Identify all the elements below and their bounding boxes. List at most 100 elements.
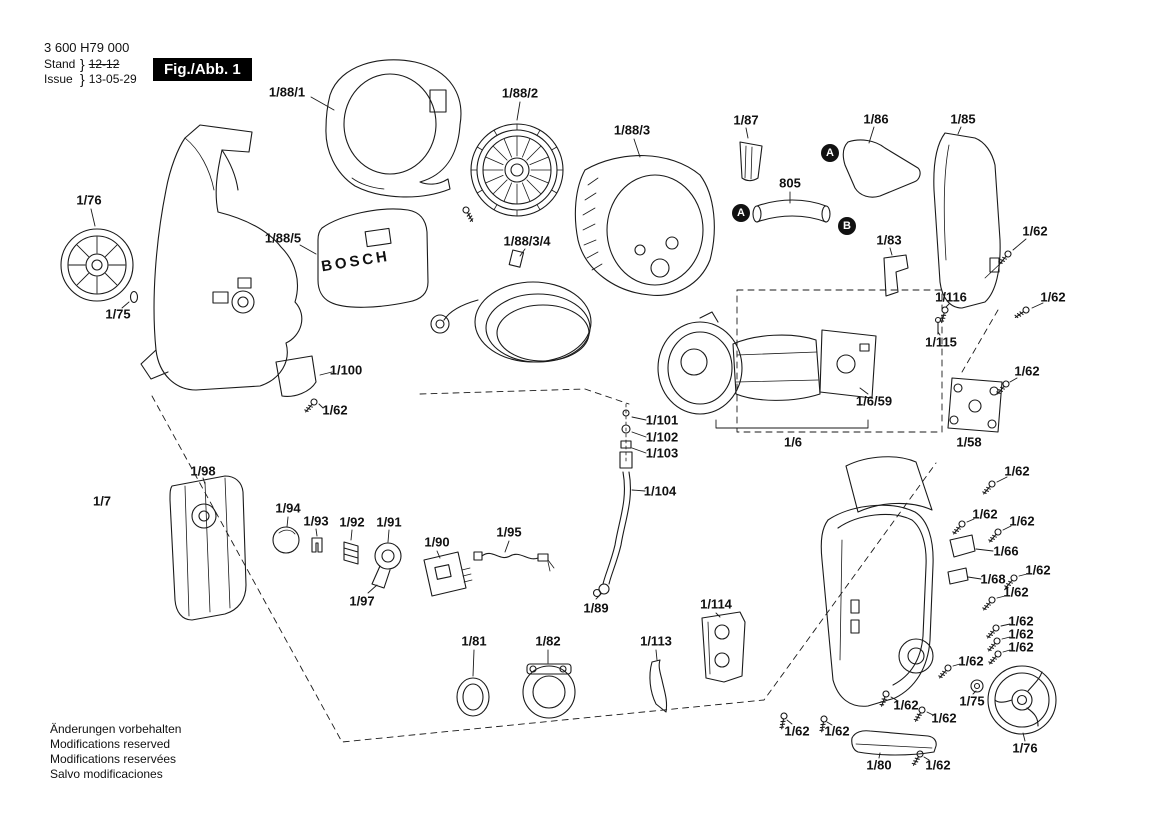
- part-callout-1-62-11: 1/62: [1022, 223, 1048, 239]
- part-callout-1-66-37: 1/66: [993, 543, 1019, 559]
- part-callout-1-102-20: 1/102: [645, 429, 679, 445]
- part-callout-1-85-5: 1/85: [950, 111, 976, 127]
- part-callout-1-62-35: 1/62: [972, 506, 998, 522]
- part-callout-1-6-59-22: 1/6/59: [855, 393, 893, 409]
- screws-drawing: [302, 205, 1031, 768]
- part-callout-1-62-44: 1/62: [1008, 613, 1034, 629]
- motor-cover-drawing: [325, 59, 462, 198]
- title-block: 3 600 H79 000 Stand } 12-12 Issue } 13-0…: [44, 40, 137, 87]
- part-callout-1-62-18: 1/62: [322, 402, 348, 418]
- bottom-parts-drawing: [456, 611, 746, 719]
- main-frame-drawing: [140, 124, 303, 391]
- issue-label: Issue: [44, 72, 73, 86]
- brace-glyph: }: [80, 71, 85, 87]
- lance-hose-drawing: [592, 403, 633, 598]
- plate-58-drawing: [947, 377, 1003, 433]
- part-callout-1-88-3-4-9: 1/88/3/4: [503, 233, 551, 249]
- part-callout-1-101-19: 1/101: [645, 412, 679, 428]
- left-wheel-drawing: [60, 228, 139, 304]
- part-callout-1-62-36: 1/62: [1009, 513, 1035, 529]
- motor-housing-drawing: [574, 155, 715, 296]
- part-callout-1-116-13: 1/116: [935, 289, 967, 305]
- part-callout-1-87-3: 1/87: [733, 112, 759, 128]
- brace-glyph: }: [80, 56, 85, 72]
- part-callout-1-115-15: 1/115: [925, 334, 957, 350]
- bracket-83-drawing: [883, 254, 909, 297]
- part-callout-1-62-27: 1/62: [1004, 463, 1030, 479]
- part-callout-1-98-26: 1/98: [190, 463, 216, 479]
- part-callout-1-88-5-8: 1/88/5: [264, 230, 302, 246]
- part-callout-1-62-12: 1/62: [1040, 289, 1066, 305]
- part-callout-1-88-2-1: 1/88/2: [501, 85, 539, 101]
- ref-marker-B-2: B: [838, 217, 856, 235]
- part-callout-1-83-10: 1/83: [876, 232, 902, 248]
- part-callout-1-6-23: 1/6: [783, 434, 803, 450]
- note-de: Änderungen vorbehalten: [50, 722, 182, 736]
- part-callout-1-62-46: 1/62: [1008, 639, 1034, 655]
- part-callout-1-76-7: 1/76: [76, 192, 102, 208]
- panel-98-drawing: [169, 475, 247, 621]
- small-parts-drawing: [272, 526, 555, 597]
- part-callout-1-104-25: 1/104: [643, 483, 677, 499]
- document-number: 3 600 H79 000: [44, 40, 130, 55]
- ref-marker-A-1: A: [732, 204, 750, 222]
- fan-drawing: [470, 123, 564, 217]
- construction-lines: [151, 289, 999, 743]
- part-callout-1-94-29: 1/94: [275, 500, 301, 516]
- part-callout-1-7-28: 1/7: [92, 493, 112, 509]
- part-callout-1-100-16: 1/100: [329, 362, 363, 378]
- part-callout-1-89-42: 1/89: [583, 600, 609, 616]
- part-callout-1-62-17: 1/62: [1014, 363, 1040, 379]
- part-callout-1-91-32: 1/91: [376, 514, 402, 530]
- part-callout-1-62-40: 1/62: [1003, 584, 1029, 600]
- part-callout-1-95-34: 1/95: [496, 524, 522, 540]
- part-callout-1-62-45: 1/62: [1008, 626, 1034, 642]
- part-callout-1-92-31: 1/92: [339, 514, 365, 530]
- part-callout-1-62-52: 1/62: [893, 697, 919, 713]
- part-callout-1-62-53: 1/62: [931, 710, 957, 726]
- handle-drawing: [842, 139, 921, 198]
- coiled-hose-drawing: [430, 249, 592, 363]
- stand-value: 12-12: [88, 57, 120, 71]
- part-callout-1-62-50: 1/62: [958, 653, 984, 669]
- part-callout-1-88-3-2: 1/88/3: [613, 122, 651, 138]
- stand-label: Stand: [44, 57, 76, 71]
- part-callout-1-62-55: 1/62: [824, 723, 850, 739]
- hose-805-drawing: [752, 199, 831, 223]
- part-callout-1-62-38: 1/62: [1025, 562, 1051, 578]
- small-cup-drawing: [739, 141, 763, 182]
- ref-marker-A-0: A: [821, 144, 839, 162]
- part-callout-1-88-1-0: 1/88/1: [268, 84, 306, 100]
- revision-issue: Issue } 13-05-29: [44, 72, 137, 87]
- legal-notes: Änderungen vorbehalten Modifications res…: [50, 722, 181, 782]
- part-callout-1-62-58: 1/62: [925, 757, 951, 773]
- bosch-cover-drawing: [317, 208, 429, 308]
- part-callout-1-103-21: 1/103: [645, 445, 679, 461]
- part-callout-1-86-4: 1/86: [863, 111, 889, 127]
- cover-100-drawing: [275, 355, 317, 397]
- part-callout-1-90-33: 1/90: [424, 534, 450, 550]
- note-fr: Modifications reservées: [50, 752, 177, 766]
- part-callout-1-75-14: 1/75: [105, 306, 131, 322]
- part-callout-1-68-39: 1/68: [980, 571, 1006, 587]
- leader-lines: [90, 96, 1044, 761]
- part-callout-1-75-51: 1/75: [959, 693, 985, 709]
- revision-stand: Stand } 12-12: [44, 57, 137, 72]
- note-es: Salvo modificaciones: [50, 767, 163, 781]
- note-en: Modifications reserved: [50, 737, 171, 751]
- part-callout-1-80-57: 1/80: [866, 757, 892, 773]
- pump-assembly-drawing: [657, 311, 877, 429]
- part-callout-1-82-48: 1/82: [535, 633, 561, 649]
- part-callout-1-76-56: 1/76: [1012, 740, 1038, 756]
- part-callout-1-81-47: 1/81: [461, 633, 487, 649]
- right-panel-drawing: [820, 456, 1057, 756]
- part-callout-805-6: 805: [779, 175, 801, 191]
- part-callout-1-93-30: 1/93: [303, 513, 329, 529]
- part-callout-1-62-54: 1/62: [784, 723, 810, 739]
- issue-value: 13-05-29: [88, 72, 137, 86]
- part-callout-1-113-49: 1/113: [640, 633, 672, 649]
- figure-badge: Fig./Abb. 1: [153, 58, 252, 81]
- part-callout-1-97-41: 1/97: [349, 593, 375, 609]
- part-callout-1-58-24: 1/58: [956, 434, 982, 450]
